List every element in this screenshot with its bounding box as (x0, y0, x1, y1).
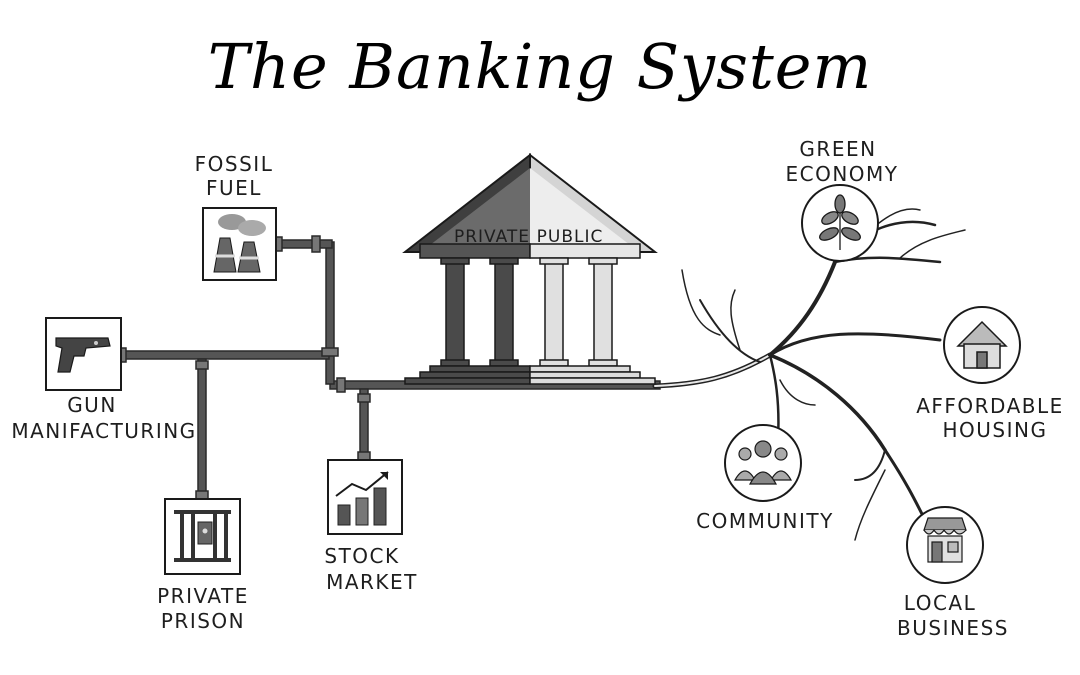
node-stock-market: STOCK MARKET (324, 459, 418, 594)
node-gun-manufacturing: GUN MANIFACTURING (11, 317, 196, 443)
gun-icon (55, 337, 111, 373)
bank-public-label: PUBLIC (537, 227, 604, 247)
stock-label-line2: MARKET (326, 570, 418, 594)
growth-tree (652, 208, 966, 541)
fossil-fuel-label-line2: FUEL (206, 176, 262, 200)
housing-label-line1: AFFORDABLE (916, 394, 1064, 418)
stock-label-line1: STOCK (324, 544, 399, 568)
node-private-prison: PRIVATE PRISON (157, 498, 249, 633)
people-icon (733, 440, 793, 485)
gun-label-line1: GUN (67, 393, 117, 417)
storefront-icon (923, 517, 967, 563)
prison-label-line1: PRIVATE (157, 584, 249, 608)
node-green-economy: GREEN ECONOMY (785, 137, 898, 262)
green-label-line1: GREEN (799, 137, 876, 161)
community-label: COMMUNITY (696, 509, 834, 533)
node-fossil-fuel: FOSSIL FUEL (195, 152, 277, 281)
factory-icon (213, 214, 266, 273)
diagram-title: The Banking System (208, 30, 873, 103)
business-label-line1: LOCAL (904, 591, 976, 615)
plant-icon (819, 194, 861, 250)
gun-label-line2: MANIFACTURING (11, 419, 196, 443)
green-label-line2: ECONOMY (785, 162, 898, 186)
prison-bars-icon (174, 510, 231, 562)
node-affordable-housing: AFFORDABLE HOUSING (916, 306, 1064, 442)
business-label-line2: BUSINESS (897, 616, 1009, 640)
house-icon (956, 320, 1008, 369)
fossil-fuel-label-line1: FOSSIL (195, 152, 274, 176)
node-local-business: LOCAL BUSINESS (897, 506, 1009, 640)
node-community: COMMUNITY (696, 424, 834, 533)
bar-chart-icon (335, 471, 389, 526)
bank-building: PRIVATE PUBLIC (402, 152, 658, 385)
prison-label-line2: PRISON (161, 609, 245, 633)
bank-private-label: PRIVATE (454, 227, 530, 247)
housing-label-line2: HOUSING (943, 418, 1048, 442)
